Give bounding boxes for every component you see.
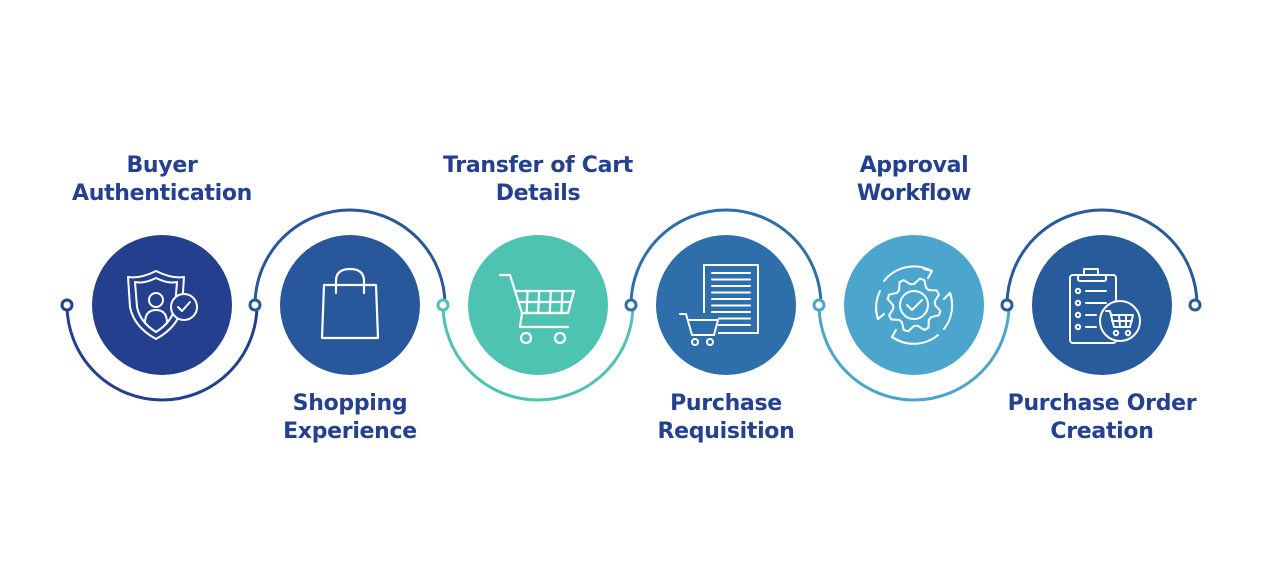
step-circle <box>1032 235 1172 375</box>
connector-dots <box>60 298 1202 312</box>
step-label-buyer-authentication: Buyer Authentication <box>42 152 282 208</box>
connector-arc <box>65 304 259 402</box>
shield-user-check-icon <box>127 270 198 340</box>
document-cart-icon <box>679 264 759 346</box>
step-label-line: Workflow <box>856 181 972 206</box>
step-node <box>656 235 796 375</box>
gear-check-icon <box>875 265 954 345</box>
step-label-shopping-experience: Shopping Experience <box>230 390 470 446</box>
connector-dot <box>248 298 262 312</box>
step-label-line: Purchase Order <box>1007 391 1197 416</box>
step-label-purchase-requisition: Purchase Requisition <box>606 390 846 446</box>
step-label-line: Requisition <box>657 419 795 444</box>
step-node <box>844 235 984 375</box>
step-label-line: Buyer <box>126 153 198 178</box>
step-label-line: Approval <box>859 153 969 178</box>
step-label-line: Creation <box>1050 419 1154 444</box>
connector-dot <box>812 298 826 312</box>
step-label-transfer-of-cart-details: Transfer of Cart Details <box>418 152 658 208</box>
step-node <box>280 235 420 375</box>
connector-dot <box>1188 298 1202 312</box>
connector-arcs <box>65 208 1199 402</box>
step-label-line: Transfer of Cart <box>443 153 633 178</box>
shopping-cart-icon <box>498 273 576 345</box>
step-label-approval-workflow: Approval Workflow <box>794 152 1034 208</box>
connector-dot <box>624 298 638 312</box>
connector-arc <box>253 208 447 306</box>
connector-arc <box>817 304 1011 402</box>
step-node <box>1032 235 1172 375</box>
step-label-purchase-order-creation: Purchase Order Creation <box>982 390 1222 446</box>
step-label-line: Authentication <box>71 181 253 206</box>
connector-arc <box>629 208 823 306</box>
step-label-line: Experience <box>283 419 417 444</box>
step-label-line: Purchase <box>670 391 782 416</box>
step-circle <box>844 235 984 375</box>
step-label-line: Shopping <box>292 391 408 416</box>
step-label-line: Details <box>495 181 581 206</box>
connector-arc <box>1005 208 1199 306</box>
step-node <box>468 235 608 375</box>
connector-arc <box>441 304 635 402</box>
step-circles <box>92 235 1172 375</box>
connector-dot <box>60 298 74 312</box>
connector-dot <box>1000 298 1014 312</box>
clipboard-cart-icon <box>1069 268 1141 344</box>
step-circle <box>280 235 420 375</box>
shopping-bag-icon <box>320 267 380 340</box>
step-node <box>92 235 232 375</box>
connector-dot <box>436 298 450 312</box>
